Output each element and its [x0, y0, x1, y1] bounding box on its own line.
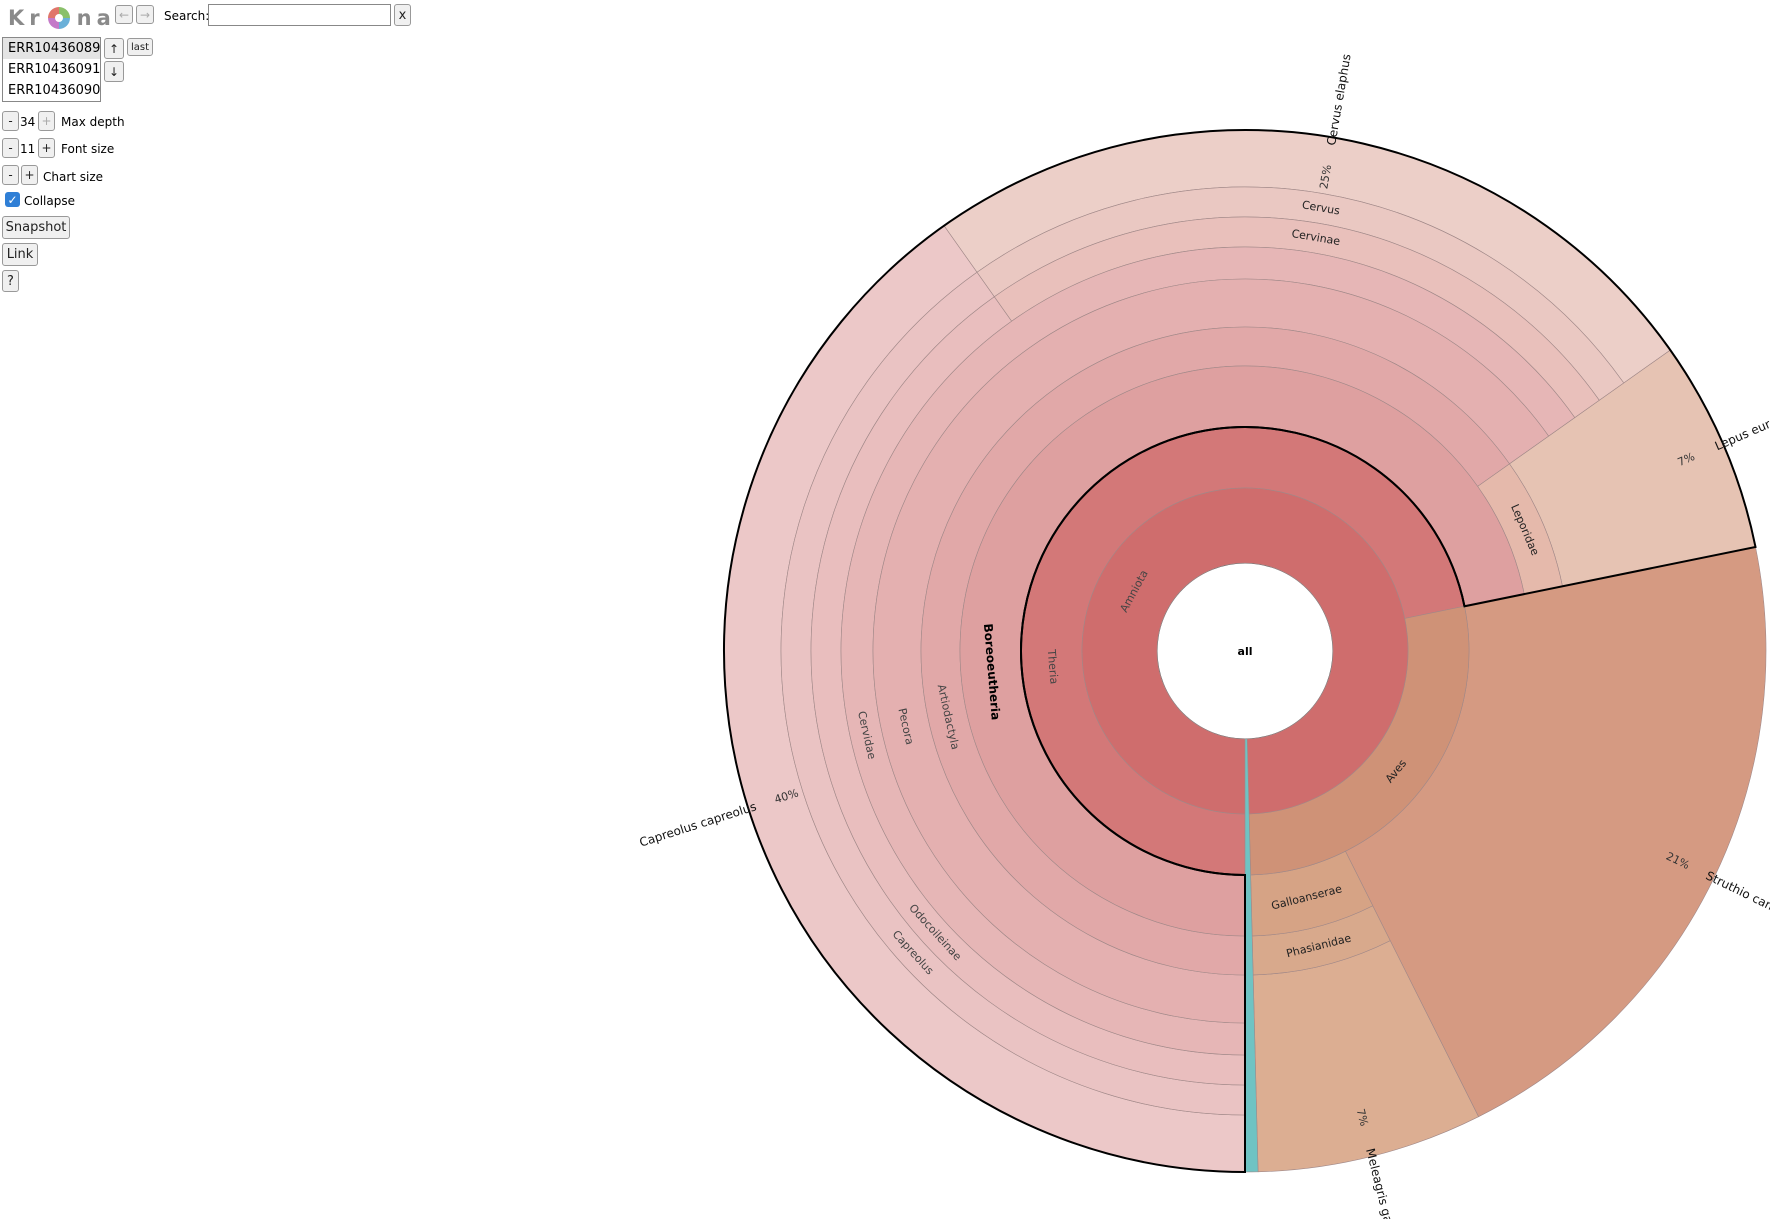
font-size-value: 11 — [20, 142, 36, 156]
chart-wedges[interactable] — [723, 129, 1767, 1174]
link-button[interactable]: Link — [2, 243, 38, 266]
font-size-label: Font size — [61, 142, 115, 156]
max-depth-decrease-button[interactable]: - — [2, 111, 19, 131]
percent-label: 7% — [1676, 450, 1697, 469]
chart-size-decrease-button[interactable]: - — [2, 165, 19, 185]
logo-letter: n — [76, 6, 97, 30]
percent-label: 25% — [1317, 164, 1334, 190]
node-label: Cervus — [1301, 198, 1341, 217]
chart-size-increase-button[interactable]: + — [21, 165, 38, 185]
max-depth-label: Max depth — [61, 115, 125, 129]
krona-logo: K r n a — [8, 4, 116, 32]
search-clear-button[interactable]: x — [394, 4, 411, 26]
forward-button[interactable]: → — [136, 5, 154, 24]
leaf-label: Cervus elaphus — [1324, 53, 1353, 147]
max-depth-value: 34 — [20, 115, 36, 129]
max-depth-increase-button[interactable]: + — [38, 111, 55, 131]
font-size-decrease-button[interactable]: - — [2, 138, 19, 158]
root-label: all — [1238, 645, 1253, 658]
logo-letter: a — [96, 6, 116, 30]
logo-letter: r — [29, 6, 45, 30]
chart-size-label: Chart size — [43, 170, 104, 184]
search-label: Search: — [164, 9, 210, 23]
wedge-other[interactable] — [1244, 738, 1259, 1173]
dataset-up-button[interactable]: ↑ — [104, 38, 124, 59]
back-button[interactable]: ← — [115, 5, 133, 24]
dataset-item[interactable]: ERR10436091 — [8, 62, 101, 77]
dataset-item[interactable]: ERR10436090 — [8, 83, 101, 98]
percent-label: 7% — [1354, 1107, 1371, 1127]
leaf-label: Meleagris gallopavo — [1363, 1147, 1406, 1219]
logo-letter: K — [8, 6, 30, 30]
font-size-increase-button[interactable]: + — [38, 138, 55, 158]
wedge-amniota[interactable] — [1081, 487, 1409, 815]
logo-wheel-icon — [47, 7, 70, 29]
search-input[interactable] — [208, 4, 391, 26]
highlight-inner-edge — [1020, 426, 1466, 876]
help-button[interactable]: ? — [2, 270, 19, 292]
leaf-label: Capreolus capreolus — [638, 799, 758, 849]
dataset-list[interactable]: ERR10436089 ERR10436091 ERR10436090 — [2, 37, 101, 102]
dataset-last-button[interactable]: last — [127, 38, 153, 56]
leaf-label: Lepus europaeus — [1713, 400, 1770, 454]
dataset-item[interactable]: ERR10436089 — [3, 38, 100, 59]
collapse-label: Collapse — [24, 194, 75, 208]
snapshot-button[interactable]: Snapshot — [2, 216, 70, 239]
collapse-checkbox[interactable]: ✓ — [5, 192, 20, 207]
node-label: Theria — [1045, 648, 1061, 685]
dataset-down-button[interactable]: ↓ — [104, 61, 124, 82]
leaf-label: Struthio camelus — [1704, 868, 1770, 925]
